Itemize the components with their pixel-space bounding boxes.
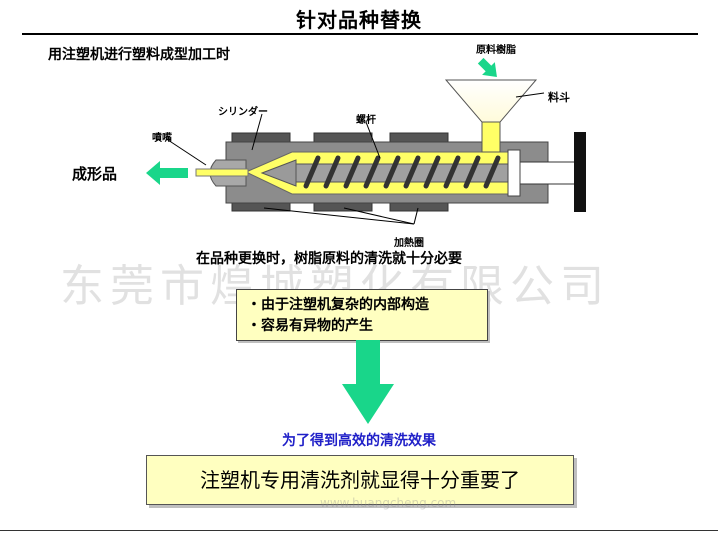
nozzle-outlet — [195, 168, 249, 177]
resin-label: 原料樹脂 — [476, 45, 516, 56]
bottom-divider — [0, 530, 718, 531]
injection-molding-diagram — [146, 57, 586, 225]
conclusion-box: 注塑机专用清洗剂就显得十分重要了 — [146, 455, 574, 505]
screw-flights — [303, 155, 501, 189]
reason-item: ・由于注塑机复杂的内部构造 — [247, 297, 429, 313]
product-arrow-icon — [146, 161, 188, 185]
subtitle: 用注塑机进行塑料成型加工时 — [48, 47, 230, 63]
page-title: 针对品种替换 — [296, 8, 422, 32]
cylinder-label: シリンダー — [218, 107, 268, 118]
reason-box: ・由于注塑机复杂的内部构造 ・容易有异物的产生 — [236, 289, 488, 341]
screw-rear — [507, 149, 521, 197]
hopper-feed-throat — [481, 121, 501, 153]
drive-rod — [517, 161, 577, 185]
leader-lines — [167, 92, 545, 225]
end-plate — [574, 132, 586, 212]
resin-feed-arrow-icon — [477, 57, 497, 77]
title-divider — [22, 33, 698, 35]
hopper-label: 料斗 — [548, 91, 570, 104]
footer-url: www.huangcheng.com — [320, 496, 457, 510]
heater-label: 加熱圈 — [394, 238, 424, 249]
change-note: 在品种更换时，树脂原料的清洗就十分必要 — [196, 251, 462, 267]
down-arrow-icon — [342, 340, 394, 424]
screw-label: 螺杆 — [356, 115, 376, 126]
product-label: 成形品 — [72, 165, 118, 183]
nozzle-label: 噴嘴 — [152, 133, 172, 144]
goal-text: 为了得到高效的清洗效果 — [282, 433, 436, 449]
reason-item: ・容易有异物的产生 — [247, 318, 373, 334]
